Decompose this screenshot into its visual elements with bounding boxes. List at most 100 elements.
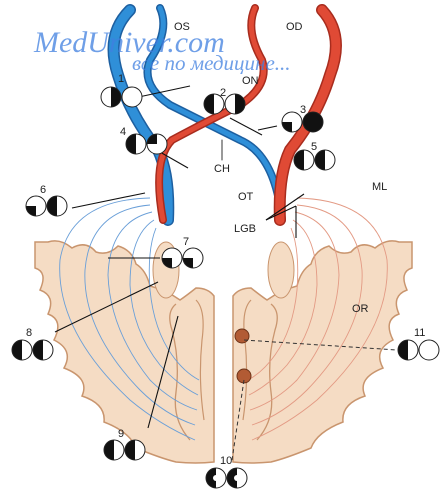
visual-field-4-left-fill bbox=[126, 134, 136, 154]
visual-field-3-right bbox=[302, 111, 324, 133]
visual-field-8-right-fill bbox=[33, 340, 43, 360]
visual-field-4-right-fill bbox=[147, 134, 157, 144]
visual-field-pair-5 bbox=[293, 149, 336, 171]
leader-4 bbox=[159, 151, 189, 169]
lesion-number-8: 8 bbox=[26, 327, 32, 339]
visual-field-8-left bbox=[11, 339, 33, 361]
left-radiation-4 bbox=[129, 219, 199, 396]
optic-radiations bbox=[59, 197, 388, 441]
visual-field-10-right-fill bbox=[227, 468, 237, 488]
visual-field-8-left-fill bbox=[12, 340, 22, 360]
visual-field-8-right-outline bbox=[32, 339, 54, 361]
visual-field-2-left-outline bbox=[203, 93, 225, 115]
visual-field-5-left bbox=[293, 149, 315, 171]
visual-field-3-left-outline bbox=[281, 111, 303, 133]
visual-field-pair-2 bbox=[203, 93, 246, 115]
label-lgb: LGB bbox=[234, 223, 256, 235]
visual-field-3-left-fill bbox=[282, 122, 292, 132]
visual-field-10-left bbox=[205, 467, 227, 489]
anatomy-labels: OS OD ON CH OT LGB ML OR bbox=[174, 21, 387, 315]
visual-field-6-left bbox=[25, 195, 47, 217]
leader-lines bbox=[54, 85, 305, 429]
visual-field-9-right bbox=[124, 439, 146, 461]
visual-field-pair-4 bbox=[125, 133, 168, 155]
visual-field-7-left bbox=[161, 247, 183, 269]
visual-field-11-left-outline bbox=[397, 339, 419, 361]
visual-field-4-right-outline bbox=[146, 133, 168, 155]
right-radiation-3 bbox=[249, 211, 340, 411]
label-ot: OT bbox=[238, 191, 254, 203]
visual-field-11-right-disc bbox=[419, 340, 439, 360]
visual-field-pair-3 bbox=[281, 111, 324, 133]
leader-ot-lgb-1 bbox=[265, 193, 305, 221]
label-os: OS bbox=[174, 21, 190, 33]
right-lgb-nucleus bbox=[267, 241, 295, 299]
left-radiation-5 bbox=[148, 227, 200, 381]
visual-field-4-left bbox=[125, 133, 147, 155]
lesion-number-2: 2 bbox=[220, 87, 226, 99]
meduniver-watermark: MedUniver.com все по медицине... bbox=[33, 26, 291, 75]
visual-field-11-left bbox=[397, 339, 419, 361]
visual-field-8-left-outline bbox=[11, 339, 33, 361]
lesion-dot-upper bbox=[234, 328, 250, 344]
visual-field-pair-10 bbox=[205, 467, 248, 489]
visual-field-9-left bbox=[103, 439, 125, 461]
visual-field-10-right bbox=[226, 467, 248, 489]
visual-field-9-left-fill bbox=[104, 440, 114, 460]
left-radiation-2 bbox=[84, 204, 196, 426]
visual-field-8-right bbox=[32, 339, 54, 361]
visual-field-pair-1 bbox=[100, 86, 143, 108]
visual-field-11-left-fill bbox=[398, 340, 408, 360]
lesion-number-4: 4 bbox=[120, 126, 126, 138]
visual-field-3-right-outline bbox=[302, 111, 324, 133]
visual-field-10-left-macula bbox=[213, 475, 219, 481]
left-hemisphere bbox=[34, 240, 215, 464]
visual-field-2-left-fill bbox=[204, 94, 214, 114]
leader-1 bbox=[133, 85, 191, 99]
lesion-number-9: 9 bbox=[118, 428, 124, 440]
visual-field-1-left-outline bbox=[100, 86, 122, 108]
visual-field-pair-7 bbox=[161, 247, 204, 269]
visual-field-3-right-fill bbox=[303, 112, 323, 132]
visual-field-6-right-fill bbox=[47, 196, 57, 216]
visual-field-2-right-outline bbox=[224, 93, 246, 115]
lesion-number-7: 7 bbox=[183, 236, 189, 248]
occipital-cortex bbox=[34, 240, 413, 464]
visual-field-5-right bbox=[314, 149, 336, 171]
visual-field-11-right bbox=[418, 339, 440, 361]
leader-2 bbox=[229, 117, 263, 136]
lesion-number-5: 5 bbox=[311, 141, 317, 153]
visual-field-10-left-fill bbox=[206, 468, 216, 488]
label-on: ON bbox=[242, 75, 259, 87]
visual-field-2-right-fill bbox=[235, 94, 245, 114]
label-od: OD bbox=[286, 21, 303, 33]
visual-field-5-right-outline bbox=[314, 149, 336, 171]
os-temporal-fiber-core bbox=[109, 5, 173, 225]
lesion-11-dashed-leader bbox=[243, 339, 398, 351]
visual-field-2-left bbox=[203, 93, 225, 115]
visual-field-9-right-fill bbox=[125, 440, 135, 460]
right-radiation-1 bbox=[251, 197, 388, 441]
right-radiation-5 bbox=[247, 227, 299, 381]
visual-field-pair-6 bbox=[25, 195, 68, 217]
visual-field-4-left-outline bbox=[125, 133, 147, 155]
label-ml: ML bbox=[372, 181, 387, 193]
leader-9 bbox=[147, 315, 179, 429]
left-inner-gyrus bbox=[195, 299, 205, 421]
visual-field-1-right-disc bbox=[122, 87, 142, 107]
left-radiation-3 bbox=[107, 211, 198, 411]
visual-field-1-left bbox=[100, 86, 122, 108]
lesion-number-3: 3 bbox=[300, 104, 306, 116]
label-or: OR bbox=[352, 303, 369, 315]
visual-field-pair-9 bbox=[103, 439, 146, 461]
visual-field-pair-8 bbox=[11, 339, 54, 361]
visual-field-10-left-outline bbox=[205, 467, 227, 489]
lesion-number-11: 11 bbox=[414, 327, 425, 339]
visual-field-7-right-outline bbox=[182, 247, 204, 269]
visual-field-2-right bbox=[224, 93, 246, 115]
visual-field-9-right-outline bbox=[124, 439, 146, 461]
visual-field-5-right-fill bbox=[315, 150, 325, 170]
visual-field-7-right-fill bbox=[183, 258, 193, 268]
